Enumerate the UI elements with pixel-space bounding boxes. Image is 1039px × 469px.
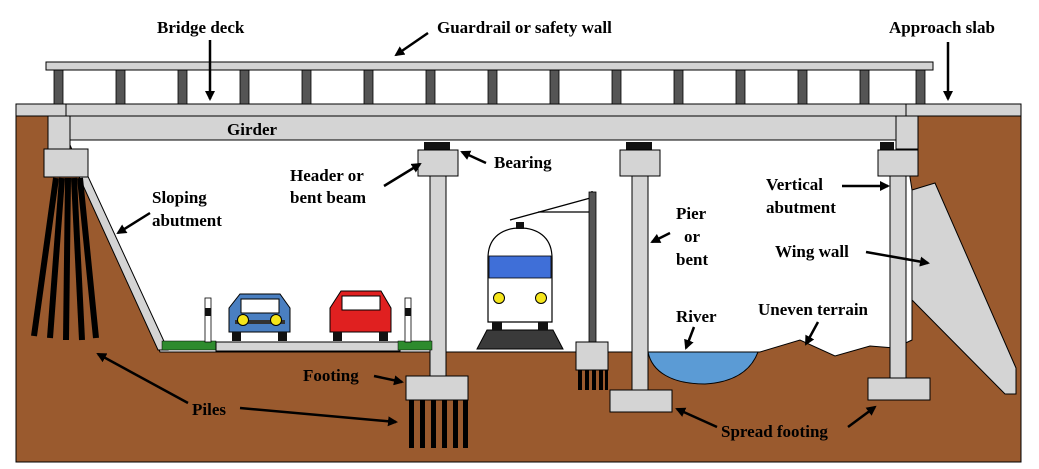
label-girder: Girder — [227, 120, 277, 139]
label-spread-footing: Spread footing — [721, 422, 828, 441]
label-header-line2: bent beam — [290, 188, 366, 207]
guardrail-rail — [45, 61, 934, 71]
pier1-footing — [405, 375, 469, 401]
road-marker-left — [204, 297, 212, 343]
right-spread-footing — [867, 377, 931, 401]
grass-right — [397, 340, 433, 351]
pier1-piles — [409, 400, 468, 448]
blue-car — [228, 293, 291, 341]
guardrail-posts — [53, 63, 926, 105]
label-vertical-line1: Vertical — [766, 175, 823, 194]
pier1-bearing — [424, 142, 450, 152]
label-sloping-line2: abutment — [152, 211, 222, 230]
approach-slab-left — [15, 103, 67, 117]
pier2-column — [631, 175, 649, 391]
label-bridge-deck: Bridge deck — [157, 18, 245, 37]
label-pier-line3: bent — [676, 250, 708, 269]
catenary-mast — [588, 191, 597, 343]
approach-slab-right — [905, 103, 1022, 117]
mast-piles — [578, 370, 608, 390]
label-sloping-line1: Sloping — [152, 188, 207, 207]
label-pier-line1: Pier — [676, 204, 707, 223]
left-abutment-block — [43, 148, 89, 178]
left-piles — [31, 177, 99, 341]
pier2-spread-footing — [609, 389, 673, 413]
label-header-line1: Header or — [290, 166, 364, 185]
right-abutment-cap — [895, 115, 919, 150]
right-abutment-top — [877, 149, 919, 177]
label-piles: Piles — [192, 400, 226, 419]
train — [487, 222, 553, 330]
red-car — [329, 290, 392, 341]
track-bed — [476, 329, 564, 350]
road-marker-right — [404, 297, 412, 343]
bridge-deck — [65, 103, 907, 117]
label-river: River — [676, 307, 717, 326]
river — [647, 351, 759, 385]
pier2-bearing — [626, 142, 652, 152]
pier1-column — [429, 175, 447, 377]
pier1-header — [417, 149, 459, 177]
leader-arrows — [96, 31, 953, 429]
label-approach-slab: Approach slab — [889, 18, 995, 37]
label-vertical-line2: abutment — [766, 198, 836, 217]
road-surface — [215, 341, 401, 352]
label-footing: Footing — [303, 366, 359, 385]
label-guardrail: Guardrail or safety wall — [437, 18, 612, 37]
label-pier-line2: or — [684, 227, 701, 246]
label-bearing: Bearing — [494, 153, 552, 172]
left-abutment-cap — [47, 115, 71, 150]
girder — [69, 115, 897, 141]
wing-wall — [911, 182, 1017, 395]
pier2-header — [619, 149, 661, 177]
right-bearing — [880, 142, 894, 152]
mast-footing — [575, 341, 609, 371]
label-wing-wall: Wing wall — [775, 242, 849, 261]
right-abutment-stem — [889, 175, 907, 379]
label-uneven-terrain: Uneven terrain — [758, 300, 869, 319]
